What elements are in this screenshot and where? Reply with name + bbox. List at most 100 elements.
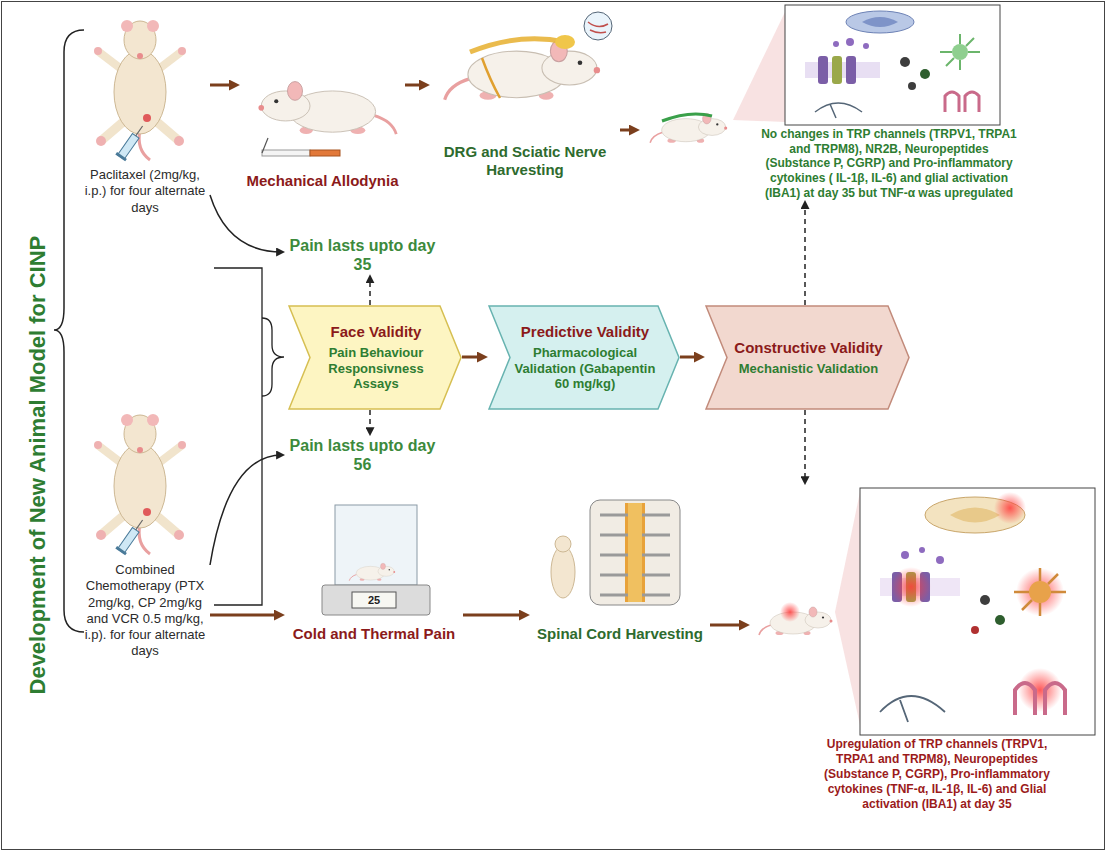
hot-plate bbox=[335, 505, 417, 585]
von-frey-filament bbox=[262, 150, 310, 156]
bottom-mouse bbox=[759, 602, 833, 635]
validity-chevron: Constructive ValidityMechanistic Validat… bbox=[705, 305, 910, 410]
dashed-arrow bbox=[804, 410, 806, 482]
top-mouse bbox=[650, 113, 727, 142]
mechanism-panel bbox=[994, 492, 1026, 524]
dashed-arrow bbox=[369, 277, 371, 305]
chevron-text-area: Face ValidityPain Behaviour Responsivnes… bbox=[314, 305, 438, 410]
validity-chevron: Predictive ValidityPharmacological Valid… bbox=[488, 305, 680, 410]
top-mouse bbox=[662, 114, 712, 121]
spinal-cord-harvest bbox=[551, 500, 680, 605]
chevron-shape bbox=[706, 306, 909, 409]
stage-node: DRG and Sciatic Nerve Harvesting bbox=[430, 15, 620, 179]
stage-node: No changes in TRP channels (TRPV1, TRPA1… bbox=[640, 5, 1025, 200]
stage-node: Cold and Thermal Pain bbox=[285, 500, 463, 643]
supine-rat bbox=[94, 20, 186, 161]
allodynia-rat bbox=[258, 82, 396, 135]
chevron-body: Mechanistic Validation bbox=[739, 361, 878, 377]
validity-chevron: Face ValidityPain Behaviour Responsivnes… bbox=[288, 305, 462, 410]
hot-plate bbox=[349, 563, 395, 581]
dissection-rat bbox=[445, 41, 600, 100]
stage-node: Spinal Cord Harvesting bbox=[530, 495, 710, 643]
mechanism-panel bbox=[860, 488, 1095, 735]
chevron-text-area: Constructive ValidityMechanistic Validat… bbox=[731, 305, 886, 410]
mechanism-panel bbox=[805, 62, 880, 78]
mechanism-panel bbox=[846, 56, 856, 84]
mechanism-panel bbox=[891, 567, 931, 607]
mechanism-panel bbox=[1014, 568, 1066, 616]
flow-arrow bbox=[710, 624, 745, 627]
mechanism-panel bbox=[785, 5, 1000, 125]
dissection-rat bbox=[445, 12, 612, 100]
mechanism-panel bbox=[945, 92, 979, 112]
hot-plate bbox=[322, 505, 430, 615]
chevron-title: Constructive Validity bbox=[734, 339, 882, 357]
stage-node: Upregulation of TRP channels (TRPV1, TRP… bbox=[750, 485, 1100, 812]
stage-caption: Mechanical Allodynia bbox=[240, 172, 405, 190]
flow-arrow bbox=[463, 614, 525, 617]
stage-caption: Cold and Thermal Pain bbox=[285, 625, 463, 643]
chevron-title: Face Validity bbox=[331, 323, 422, 341]
display-reading: 25 bbox=[352, 592, 396, 608]
mechanism-panel bbox=[1015, 683, 1065, 715]
dashed-arrow bbox=[369, 410, 371, 433]
stage-node: Pain lasts upto day 35 bbox=[285, 236, 440, 274]
mechanism-panel bbox=[818, 56, 828, 84]
mechanism-panel bbox=[980, 595, 990, 605]
chevron-shape bbox=[489, 306, 679, 409]
stage-caption: Combined Chemotherapy (PTX 2mg/kg, CP 2m… bbox=[80, 562, 210, 660]
stage-caption: Spinal Cord Harvesting bbox=[530, 625, 710, 643]
mechanism-panel bbox=[900, 57, 910, 67]
supine-rat bbox=[94, 414, 186, 555]
mechanism-panel bbox=[940, 34, 980, 70]
stage-node: Paclitaxel (2mg/kg, i.p.) for four alter… bbox=[80, 15, 210, 216]
dissection-rat bbox=[482, 58, 500, 98]
von-frey-filament bbox=[262, 138, 268, 153]
mechanism-panel bbox=[846, 11, 914, 33]
group-bracket bbox=[214, 268, 262, 605]
mechanism-panel bbox=[919, 547, 925, 553]
curved-arrow bbox=[210, 455, 282, 565]
mechanism-panel bbox=[863, 43, 869, 49]
stage-caption: Upregulation of TRP channels (TRPV1, TRP… bbox=[808, 737, 1066, 812]
mechanism-panel bbox=[815, 103, 862, 118]
mechanism-panel bbox=[952, 44, 968, 60]
mechanism-panel bbox=[860, 488, 1095, 735]
mechanism-panel bbox=[785, 5, 1000, 125]
flow-arrow bbox=[210, 614, 280, 617]
mechanism-panel bbox=[833, 41, 839, 47]
mechanism-panel bbox=[862, 17, 898, 27]
stage-node: Combined Chemotherapy (PTX 2mg/kg, CP 2m… bbox=[80, 410, 210, 660]
vertical-title-holder: Development of New Animal Model for CINP bbox=[26, 236, 50, 695]
spinal-cord-harvest bbox=[590, 500, 680, 605]
mechanism-panel bbox=[1029, 581, 1051, 603]
mechanism-panel bbox=[880, 696, 945, 722]
spinal-cord-harvest bbox=[551, 546, 575, 598]
dashed-arrow bbox=[804, 203, 806, 305]
bottom-mouse bbox=[780, 602, 800, 622]
mechanism-panel bbox=[908, 82, 916, 90]
chevron-title: Predictive Validity bbox=[521, 323, 649, 341]
chevron-shape bbox=[705, 305, 910, 410]
von-frey-filament bbox=[262, 138, 340, 156]
spinal-cord-harvest bbox=[625, 503, 645, 602]
dissection-rat bbox=[555, 35, 575, 49]
flow-arrow bbox=[462, 356, 483, 359]
vertical-title: Development of New Animal Model for CINP bbox=[26, 236, 50, 695]
group-brace bbox=[262, 318, 284, 396]
flow-arrow bbox=[620, 129, 635, 132]
mechanism-panel bbox=[920, 69, 930, 79]
mechanism-panel bbox=[846, 38, 854, 46]
hot-plate bbox=[322, 585, 430, 615]
left-brace bbox=[54, 30, 84, 632]
chevron-text-area: Predictive ValidityPharmacological Valid… bbox=[514, 305, 656, 410]
stage-caption: No changes in TRP channels (TRPV1, TRPA1… bbox=[760, 127, 1018, 200]
top-mouse bbox=[650, 113, 727, 142]
dissection-rat bbox=[470, 39, 565, 52]
stage-caption: Paclitaxel (2mg/kg, i.p.) for four alter… bbox=[80, 167, 210, 216]
display-reading-holder: 25 bbox=[352, 592, 396, 608]
hot-plate bbox=[352, 592, 396, 608]
dissection-rat bbox=[588, 22, 608, 33]
flow-arrow bbox=[680, 356, 700, 359]
